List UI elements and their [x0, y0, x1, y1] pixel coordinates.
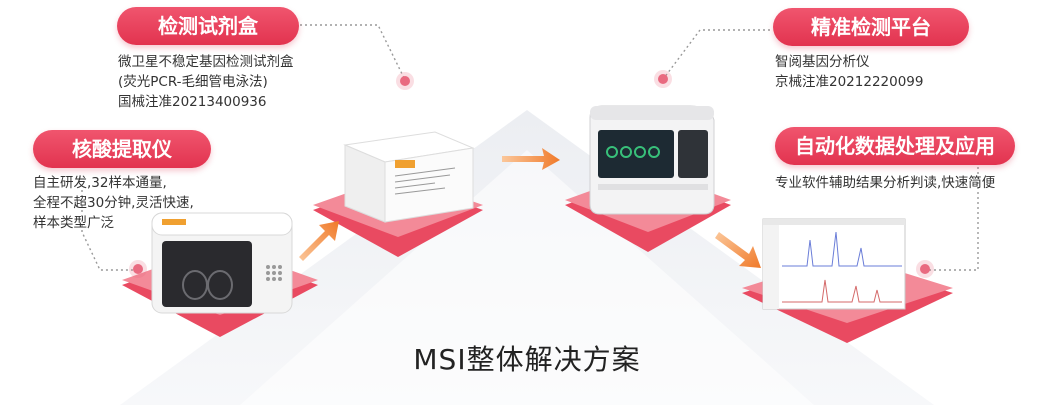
platform-line-2: 京械注准20212220099: [775, 74, 924, 90]
diagram-title: MSI整体解决方案: [413, 343, 641, 376]
kit-line-1: 微卫星不稳定基因检测试剂盒: [118, 54, 294, 70]
arrow-platform-to-software: [715, 232, 761, 268]
kit-label: 检测试剂盒: [117, 7, 299, 45]
platform-label: 精准检测平台: [773, 8, 969, 46]
extractor-line-3: 样本类型广泛: [33, 215, 114, 231]
software-line-1: 专业软件辅助结果分析判读,快速简便: [775, 175, 996, 191]
extractor-line-1: 自主研发,32样本通量,: [33, 175, 167, 191]
software-connector-dot: [920, 264, 930, 274]
reagent-kit-image: [343, 131, 475, 223]
software-label: 自动化数据处理及应用: [775, 127, 1015, 165]
analysis-software-image: [762, 218, 906, 310]
software-description: 专业软件辅助结果分析判读,快速简便: [775, 173, 995, 193]
extractor-connector-dot: [133, 264, 143, 274]
extractor-label: 核酸提取仪: [33, 130, 211, 168]
kit-description: 微卫星不稳定基因检测试剂盒 (荧光PCR-毛细管电泳法) 国械注准2021340…: [118, 52, 294, 112]
kit-connector-dot: [400, 76, 410, 86]
platform-description: 智阅基因分析仪 京械注准20212220099: [775, 52, 923, 92]
kit-line-3: 国械注准20213400936: [118, 94, 267, 110]
kit-line-2: (荧光PCR-毛细管电泳法): [118, 74, 268, 90]
arrow-extractor-to-kit: [299, 221, 339, 261]
platform-line-1: 智阅基因分析仪: [775, 54, 870, 70]
arrow-kit-to-platform: [502, 148, 560, 170]
nucleic-acid-extractor-image: [151, 212, 293, 314]
gene-analyzer-image: [589, 105, 715, 215]
extractor-line-2: 全程不超30分钟,灵活快速,: [33, 195, 194, 211]
extractor-description: 自主研发,32样本通量, 全程不超30分钟,灵活快速, 样本类型广泛: [33, 173, 194, 233]
platform-connector-dot: [658, 74, 668, 84]
